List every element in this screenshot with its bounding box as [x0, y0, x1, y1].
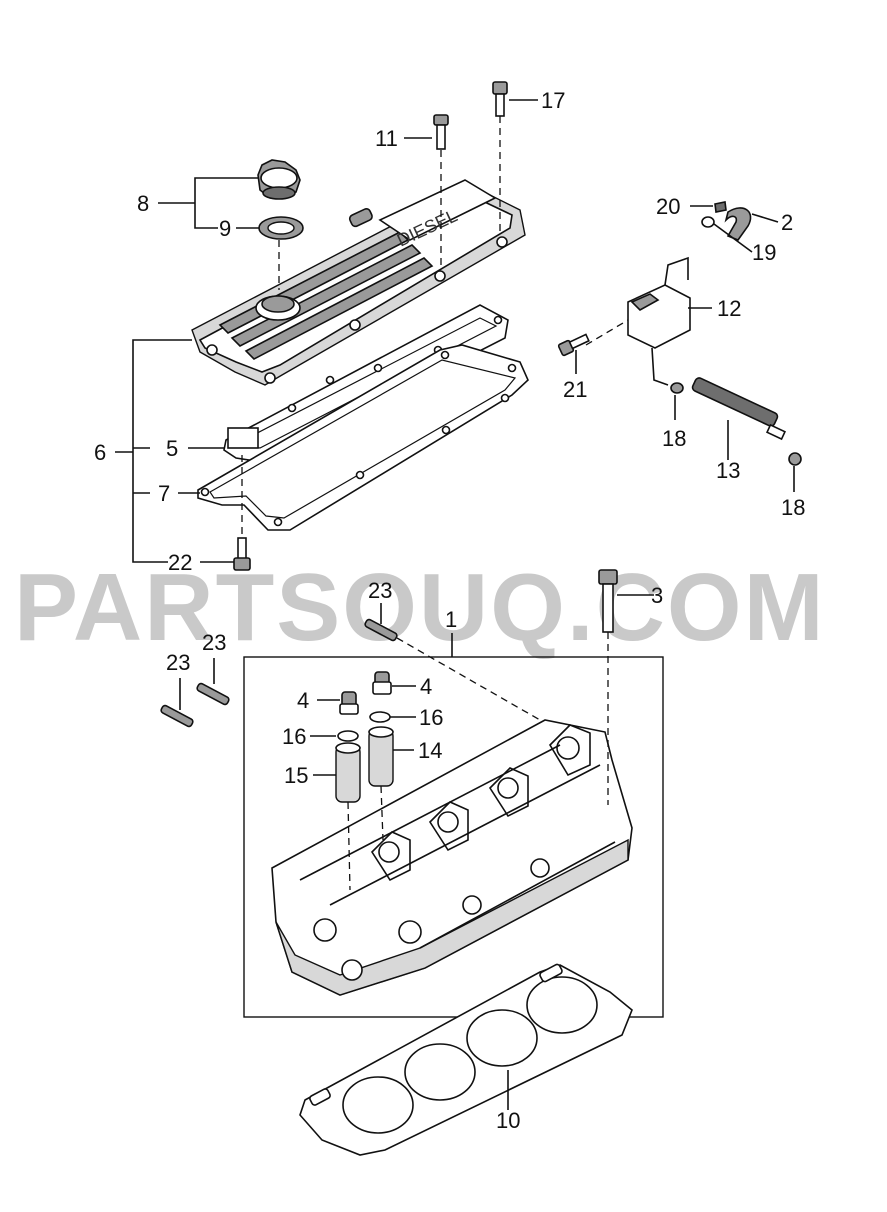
callout-2: 2: [781, 210, 793, 235]
callout-14: 14: [418, 738, 442, 763]
hose-clip-18-left: [670, 382, 684, 394]
callout-21: 21: [563, 377, 587, 402]
watermark-text: PARTSOUQ.COM: [14, 554, 826, 661]
callout-20: 20: [656, 194, 680, 219]
cover-bolt-17: [492, 81, 508, 117]
callout-11: 11: [375, 126, 398, 151]
leader-line: [751, 213, 779, 223]
dowel-pin-23-left: [160, 704, 194, 728]
cylinder-head-gasket: [299, 963, 633, 1156]
callout-6: 6: [94, 440, 106, 465]
callout-1: 1: [445, 607, 457, 632]
cylinder-head: [271, 719, 633, 996]
cover-outer-gasket: [197, 344, 529, 531]
seal-ring-16-left: [337, 730, 359, 742]
pcv-bolt-21: [557, 333, 590, 357]
valve-cap-4-left: [339, 691, 359, 715]
callout-16-left: 16: [282, 724, 306, 749]
leader-line: [158, 177, 258, 229]
dowel-pin-23-mid: [196, 682, 230, 706]
callout-4-right: 4: [420, 674, 432, 699]
callout-9: 9: [219, 216, 231, 241]
seal-ring-16-right: [369, 711, 391, 723]
leader-line: [115, 339, 192, 563]
hose-clip-19: [701, 216, 715, 228]
hose-clip-18-right: [788, 452, 802, 466]
cylinder-head-cover: DIESEL: [191, 179, 526, 386]
callout-7: 7: [158, 481, 170, 506]
callout-8: 8: [137, 191, 149, 216]
callout-18-left: 18: [662, 426, 686, 451]
callout-17: 17: [541, 88, 565, 113]
callout-12: 12: [717, 296, 741, 321]
alignment-line: [585, 319, 629, 346]
tappet-15: [335, 742, 361, 803]
valve-cap-4-right: [372, 671, 392, 695]
alignment-line: [396, 637, 541, 721]
callout-5: 5: [166, 436, 178, 461]
callout-23-top: 23: [368, 578, 392, 603]
callout-15: 15: [284, 763, 308, 788]
pcv-valve-bracket: [627, 256, 691, 386]
callout-19: 19: [752, 240, 776, 265]
callout-4-left: 4: [297, 688, 309, 713]
dowel-pin-23-top: [364, 618, 398, 642]
cover-bolt-22: [233, 537, 251, 571]
alignment-line: [347, 801, 351, 891]
breather-hose-2: [724, 207, 752, 241]
callout-18-right: 18: [781, 495, 805, 520]
callout-13: 13: [716, 458, 740, 483]
callout-23-mid: 23: [202, 630, 226, 655]
cylinder-head-assembly-frame: [243, 656, 664, 1018]
callout-10: 10: [496, 1108, 520, 1133]
hose-clip-20: [714, 201, 727, 213]
leader-line: [713, 223, 753, 253]
oil-filler-cap: [257, 159, 301, 200]
alignment-line: [380, 785, 384, 841]
callout-23-left: 23: [166, 650, 190, 675]
callout-22: 22: [168, 550, 192, 575]
ventilation-hose-13: [691, 377, 787, 441]
oil-filler-cap-gasket: [258, 216, 304, 240]
cover-bolt-11: [433, 114, 449, 150]
callout-3: 3: [651, 583, 663, 608]
tappet-14: [368, 726, 394, 787]
callout-16-right: 16: [419, 705, 443, 730]
